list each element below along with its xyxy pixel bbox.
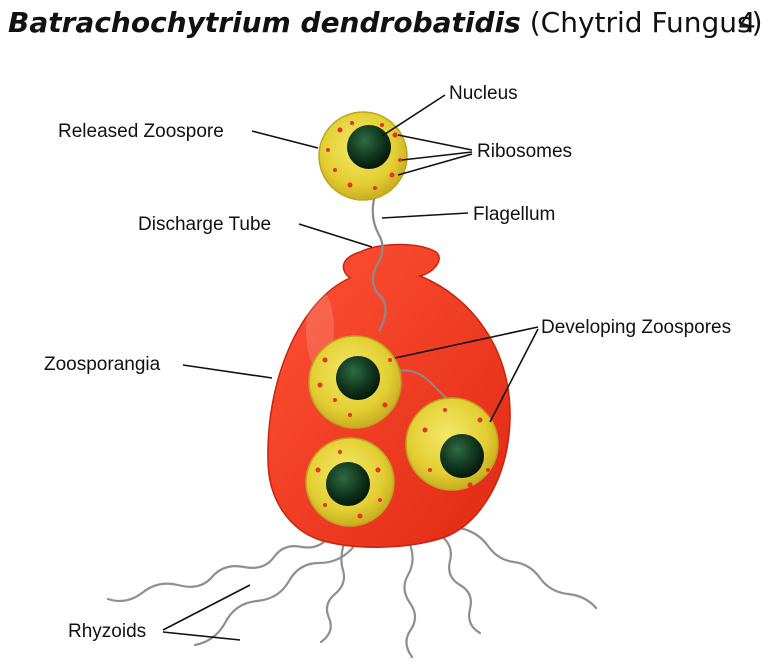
scientific-name: Batrachochytrium dendrobatidis [8,6,521,39]
common-name: (Chytrid Fungus) [529,6,763,39]
leader-discharge-tube [298,223,373,248]
leader-released-zoospore [251,130,319,149]
flagellum-wire [371,194,387,332]
label-flagellum: Flagellum [473,204,555,225]
label-nucleus: Nucleus [449,83,518,104]
label-discharge-tube: Discharge Tube [138,214,271,235]
developing-zoospore [308,335,402,429]
leader-nucleus [381,94,446,137]
leader-zoosporangia [182,364,273,379]
nucleus [440,434,484,478]
label-rhyzoids: Rhyzoids [68,621,146,642]
label-developing-zoospores: Developing Zoospores [541,317,731,338]
nucleus [336,356,380,400]
rhyzoid-wire [319,538,347,644]
rhyzoid-wire [438,533,482,635]
page-number: 4 [738,6,756,39]
label-ribosomes: Ribosomes [477,141,572,162]
nucleus [347,125,391,169]
leader-flagellum [381,212,469,219]
rhyzoid-wire [193,543,357,647]
leader-rhyzoids [162,631,241,641]
leader-ribosomes [401,151,473,161]
developing-zoospore [405,397,499,491]
rhyzoids [106,526,598,659]
rhyzoid-wire [403,543,417,659]
leader-developing-zoospores [394,326,539,359]
nucleus [326,462,370,506]
label-released-zoospore: Released Zoospore [58,121,224,142]
page-title: Batrachochytrium dendrobatidis (Chytrid … [8,6,763,39]
released-zoospore [318,111,408,201]
leader-developing-zoospores [489,328,539,423]
leader-ribosomes [397,153,473,176]
rhyzoid-wire [106,533,332,603]
ribosomes [326,121,402,190]
leader-lines [162,94,539,641]
label-zoosporangia: Zoosporangia [44,354,161,375]
leader-rhyzoids [162,584,251,631]
developing-zoospore [305,437,395,527]
leader-ribosomes [397,134,473,151]
rhyzoid-wire [458,526,598,610]
